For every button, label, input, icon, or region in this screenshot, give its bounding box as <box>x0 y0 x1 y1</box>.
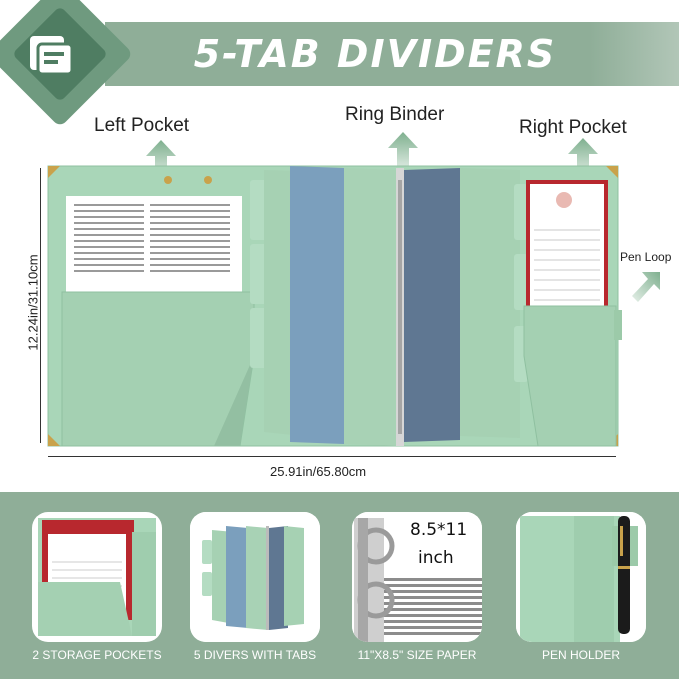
left-pocket-label: Left Pocket <box>94 115 190 136</box>
height-dimension-line <box>40 168 41 443</box>
arrow-up-icon <box>146 140 176 180</box>
feature-caption-dividers: 5 DIVERS WITH TABS <box>193 648 317 662</box>
ring-binder-label: Ring Binder <box>345 104 445 125</box>
title-band-fade <box>590 22 679 86</box>
feature-card-paper: 8.5*11 inch <box>352 512 482 642</box>
dividers-image <box>190 512 320 642</box>
pen-loop-label: Pen Loop <box>620 250 672 264</box>
title-band <box>105 22 679 86</box>
feature-card-dividers <box>190 512 320 642</box>
width-dimension-line <box>48 456 616 457</box>
right-pocket-label: Right Pocket <box>519 117 627 138</box>
height-dimension-label: 12.24in/31.10cm <box>25 254 41 351</box>
folder-glyph-icon <box>30 36 74 76</box>
pen-holder-image <box>516 512 646 642</box>
binder-illustration <box>47 165 622 447</box>
feature-caption-paper: 11"X8.5" SIZE PAPER <box>357 648 477 662</box>
feature-caption-pockets: 2 STORAGE POCKETS <box>32 648 162 662</box>
arrow-up-icon <box>388 132 418 172</box>
header-banner: 5-TAB DIVIDERS <box>0 0 679 128</box>
paper-size-overlay-line1: 8.5*11 <box>410 520 468 540</box>
width-dimension-label: 25.91in/65.80cm <box>270 464 367 479</box>
arrow-up-icon <box>568 138 598 178</box>
feature-caption-pen: PEN HOLDER <box>541 648 621 662</box>
storage-pockets-image <box>38 518 156 636</box>
paper-size-image <box>352 512 482 642</box>
arrow-diagonal-icon <box>632 272 660 302</box>
paper-size-overlay-line2: inch <box>418 548 454 568</box>
page-title: 5-TAB DIVIDERS <box>193 32 557 76</box>
feature-card-pen <box>516 512 646 642</box>
feature-card-pockets <box>32 512 162 642</box>
